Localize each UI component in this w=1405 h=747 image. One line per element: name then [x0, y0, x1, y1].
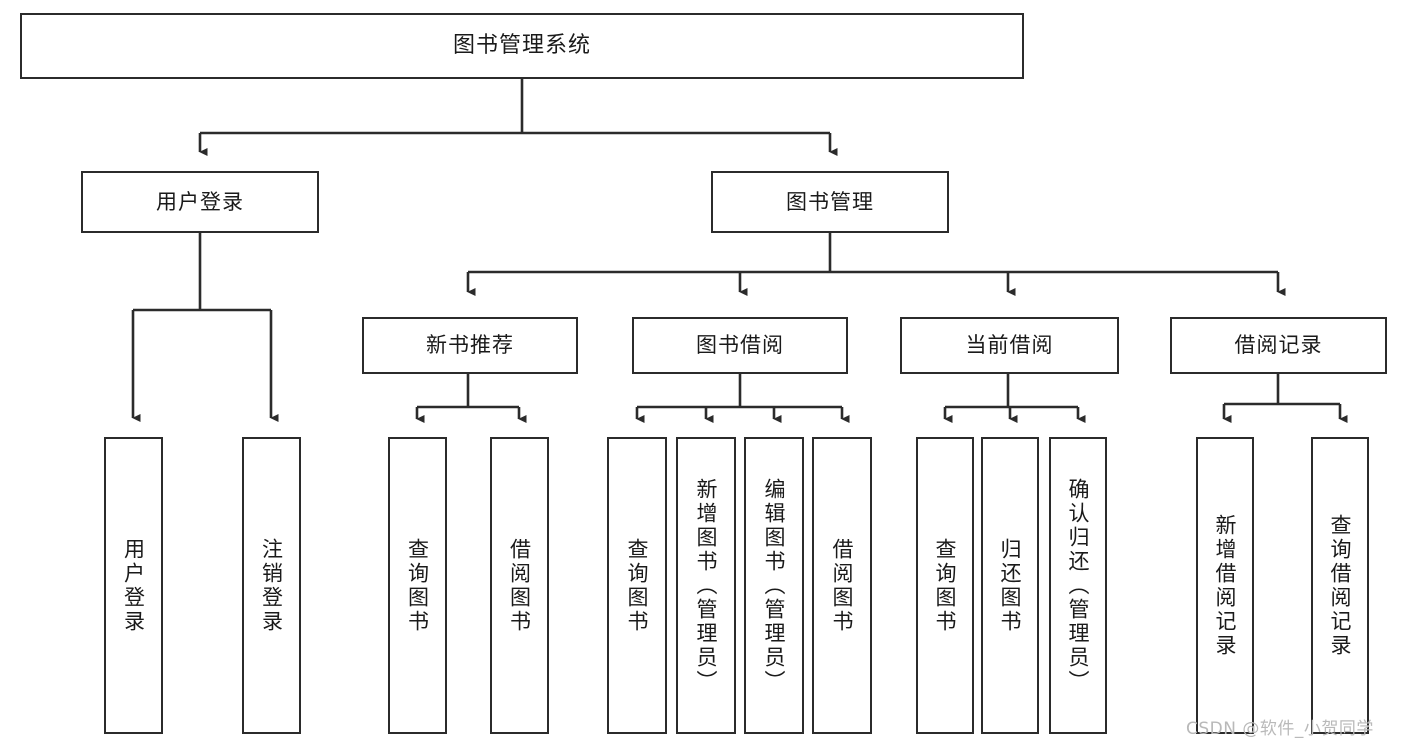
- node-label: 注销登录: [259, 537, 284, 634]
- node-leaf-edit-book-admin[interactable]: 编辑图书（管理员）: [744, 437, 804, 734]
- node-leaf-user-login[interactable]: 用户登录: [104, 437, 163, 734]
- node-label: 用户登录: [121, 537, 146, 634]
- node-label: 确认归还（管理员）: [1066, 477, 1091, 694]
- node-leaf-query-borrow-record[interactable]: 查询借阅记录: [1311, 437, 1369, 734]
- node-book-borrow[interactable]: 图书借阅: [632, 317, 848, 374]
- node-book-management[interactable]: 图书管理: [711, 171, 949, 233]
- node-label: 借阅记录: [1234, 333, 1323, 358]
- node-label: 新增图书（管理员）: [694, 477, 719, 694]
- node-leaf-logout[interactable]: 注销登录: [242, 437, 301, 734]
- node-label: 查询图书: [625, 537, 650, 634]
- node-user-login[interactable]: 用户登录: [81, 171, 319, 233]
- node-leaf-borrow-book-recommend[interactable]: 借阅图书: [490, 437, 549, 734]
- node-leaf-borrow-book[interactable]: 借阅图书: [812, 437, 872, 734]
- node-label: 借阅图书: [830, 537, 855, 634]
- node-leaf-add-borrow-record[interactable]: 新增借阅记录: [1196, 437, 1254, 734]
- node-leaf-query-book-current[interactable]: 查询图书: [916, 437, 974, 734]
- node-leaf-query-book-borrow[interactable]: 查询图书: [607, 437, 667, 734]
- node-label: 图书管理: [786, 189, 874, 214]
- node-label: 归还图书: [998, 537, 1023, 634]
- node-label: 编辑图书（管理员）: [762, 477, 787, 694]
- node-leaf-query-book-recommend[interactable]: 查询图书: [388, 437, 447, 734]
- node-label: 当前借阅: [965, 333, 1054, 358]
- node-label: 查询图书: [933, 537, 958, 634]
- node-leaf-add-book-admin[interactable]: 新增图书（管理员）: [676, 437, 736, 734]
- node-current-borrow[interactable]: 当前借阅: [900, 317, 1119, 374]
- node-label: 查询借阅记录: [1328, 513, 1353, 658]
- csdn-watermark: CSDN @软件_小贺同学: [1186, 719, 1374, 739]
- node-new-book-recommend[interactable]: 新书推荐: [362, 317, 578, 374]
- node-label: 查询图书: [405, 537, 430, 634]
- node-root-system[interactable]: 图书管理系统: [20, 13, 1024, 79]
- node-label: 新书推荐: [426, 333, 514, 358]
- node-label: 新增借阅记录: [1213, 513, 1238, 658]
- node-label: 借阅图书: [507, 537, 532, 634]
- node-borrow-record[interactable]: 借阅记录: [1170, 317, 1387, 374]
- node-label: 图书借阅: [696, 333, 784, 358]
- node-leaf-confirm-return-admin[interactable]: 确认归还（管理员）: [1049, 437, 1107, 734]
- node-label: 图书管理系统: [452, 33, 591, 59]
- node-leaf-return-book[interactable]: 归还图书: [981, 437, 1039, 734]
- node-label: 用户登录: [156, 189, 244, 214]
